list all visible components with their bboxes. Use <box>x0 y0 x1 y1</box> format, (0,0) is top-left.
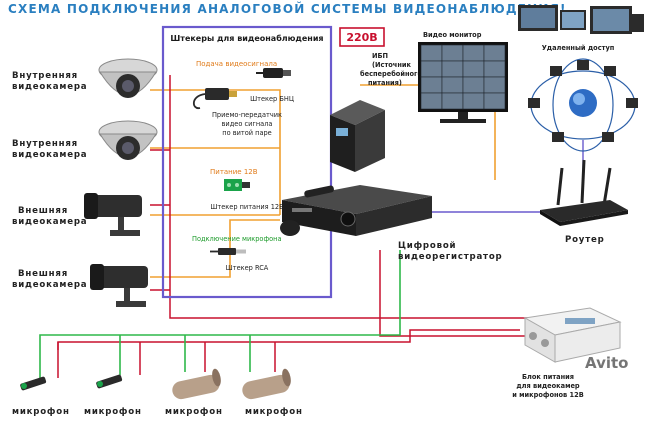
bnc-label: Штекер БНЦ <box>250 95 294 103</box>
microphone-3-icon <box>172 368 221 400</box>
rca-plug-icon <box>210 248 246 255</box>
power-supply-icon <box>523 307 622 363</box>
camera-1-label-1: Внутренняя <box>12 71 78 81</box>
plugs-heading: Штекеры для видеонаблюдения <box>170 33 323 43</box>
mic-3-label: микрофон <box>165 407 223 417</box>
balun-icon <box>192 88 237 109</box>
indoor-dome-camera-2 <box>98 120 158 160</box>
power-plug-label: Штекер питания 12В <box>210 203 284 211</box>
mic-1-label: микрофон <box>12 407 70 417</box>
ups-icon <box>330 100 385 172</box>
microphone-2-icon <box>96 374 123 389</box>
dvr-label-2: видеорегистратор <box>398 252 503 262</box>
remote-control-icon <box>304 185 334 198</box>
network-globe-icon <box>528 58 638 152</box>
ups-label-3: бесперебойного <box>360 70 422 78</box>
transceiver-line-3: по витой паре <box>222 129 271 137</box>
ups-label-4: питания) <box>368 79 402 87</box>
mic-wires <box>39 250 401 380</box>
diagram-title: СХЕМА ПОДКЛЮЧЕНИЯ АНАЛОГОВОЙ СИСТЕМЫ ВИД… <box>8 1 567 16</box>
mic-2-label: микрофон <box>84 407 142 417</box>
psu-label-1: Блок питания <box>522 373 574 381</box>
mic-connect-label: Подключение микрофона <box>192 235 282 243</box>
microphone-4-icon <box>242 368 291 400</box>
camera-1-label-2: видеокамера <box>12 82 87 92</box>
watermark: Avito <box>585 354 628 372</box>
camera-2-label-2: видеокамера <box>12 150 87 160</box>
outdoor-bullet-camera-1 <box>84 193 142 236</box>
voltage-badge <box>339 27 385 47</box>
ups-label-2: (Источник <box>372 61 411 69</box>
transceiver-line-2: видео сигнала <box>222 120 273 128</box>
router-label: Роутер <box>565 235 605 245</box>
camera-4-label-2: видеокамера <box>12 280 87 290</box>
camera-2-label-1: Внутренняя <box>12 139 78 149</box>
plugs-panel: Штекеры для видеонаблюдения Подача видео… <box>161 25 333 299</box>
ups-label-1: ИБП <box>372 52 388 60</box>
remote-devices-icon <box>518 5 644 34</box>
camera-3-label-1: Внешняя <box>18 206 68 216</box>
voltage-label: 220В <box>346 31 377 44</box>
transceiver-line-1: Приемо-передатчик <box>212 111 282 119</box>
camera-4-label-1: Внешняя <box>18 269 68 279</box>
camera-3-label-2: видеокамера <box>12 217 87 227</box>
power-12v-label: Питание 12В <box>210 168 258 176</box>
rca-label: Штекер RCA <box>226 264 269 272</box>
monitor-label: Видео монитор <box>423 31 482 39</box>
power-wires <box>57 75 530 378</box>
mic-4-label: микрофон <box>245 407 303 417</box>
video-signal-label: Подача видеосигнала <box>196 60 277 68</box>
psu-label-3: и микрофонов 12В <box>512 391 583 399</box>
remote-access-label: Удаленный доступ <box>542 44 615 52</box>
microphone-1-icon <box>20 376 47 391</box>
power-plug-icon <box>224 179 250 191</box>
bnc-plug-icon <box>256 68 291 78</box>
indoor-dome-camera-1 <box>98 58 158 98</box>
video-monitor-icon <box>418 42 508 123</box>
dvr-label-1: Цифровой <box>398 241 456 251</box>
router-icon <box>540 159 628 226</box>
dvr-icon <box>282 185 432 236</box>
psu-label-2: для видеокамер <box>516 382 580 390</box>
outdoor-bullet-camera-2 <box>90 264 148 307</box>
mouse-icon <box>280 220 300 236</box>
